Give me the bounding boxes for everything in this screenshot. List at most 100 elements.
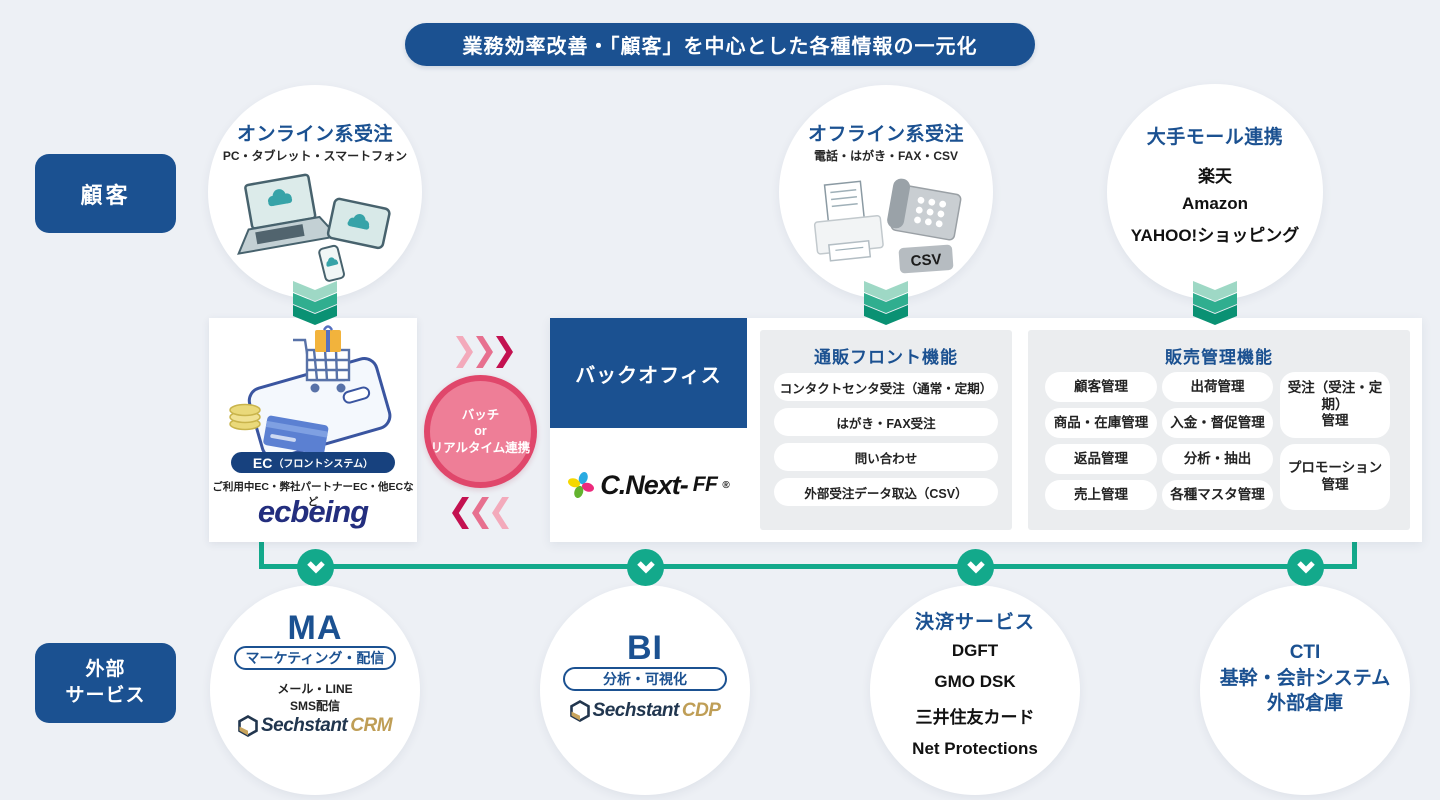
offline-orders-circle: オフライン系受注 電話・はがき・FAX・CSV — [779, 85, 993, 299]
fax-phone-illustration-icon: CSV — [813, 178, 962, 276]
sales-function-pill: プロモーション 管理 — [1280, 444, 1390, 510]
sales-panel-title: 販売管理機能 — [1165, 348, 1273, 367]
ec-front-system-box: EC （フロントシステム） ご利用中EC・弊社パートナーEC・他ECなど ecb… — [209, 318, 417, 542]
sales-function-pill: 入金・督促管理 — [1162, 408, 1273, 438]
sechstant-logo-suffix: CDP — [681, 700, 721, 721]
sechstant-hexagon-icon — [569, 700, 590, 722]
payment-item: 三井住友カード — [915, 708, 1035, 727]
payment-services-circle: 決済サービス DGFT GMO DSK 三井住友カード Net Protecti… — [870, 585, 1080, 795]
down-arrow-offline — [864, 281, 908, 325]
chevron-down-icon — [293, 293, 337, 313]
front-panel-title: 通販フロント機能 — [814, 348, 958, 367]
mall-item: YAHOO!ショッピング — [1130, 226, 1300, 245]
chevron-down-icon — [864, 293, 908, 313]
payment-title: 決済サービス — [914, 612, 1035, 633]
cnext-logo-text: C.Next- — [600, 469, 689, 500]
csv-badge-text: CSV — [910, 251, 942, 270]
bi-pill: 分析・可視化 — [563, 667, 727, 691]
customer-row-label: 顧客 — [35, 154, 176, 233]
sales-function-pill: 各種マスタ管理 — [1162, 480, 1273, 510]
payment-item: Net Protections — [912, 739, 1038, 758]
front-functions-panel: 通販フロント機能 コンタクトセンタ受注（通常・定期） はがき・FAX受注 問い合… — [760, 330, 1012, 530]
front-function-pill: 問い合わせ — [774, 443, 998, 471]
sechstant-logo-text: Sechstant — [260, 715, 348, 736]
bi-title: BI — [627, 629, 663, 667]
mall-item: 楽天 — [1198, 167, 1232, 186]
green-chevron-node-bi — [627, 549, 664, 586]
green-line-right-rise — [1352, 540, 1357, 569]
ec-pill: EC （フロントシステム） — [231, 452, 395, 473]
chevron-left-icon — [492, 497, 509, 529]
chevron-down-icon — [293, 305, 337, 325]
ec-shopping-illustration-icon — [229, 325, 392, 452]
green-chevron-node-cti — [1287, 549, 1324, 586]
offline-orders-subtitle: 電話・はがき・FAX・CSV — [813, 149, 958, 163]
sechstant-cdp-logo: Sechstant CDP — [540, 700, 750, 722]
sales-function-pill: 返品管理 — [1045, 444, 1157, 474]
sales-function-pill: 商品・在庫管理 — [1045, 408, 1157, 438]
chevron-left-icon — [452, 497, 469, 529]
chevron-down-icon — [1193, 281, 1237, 301]
external-services-row-label: 外部 サービス — [35, 643, 176, 723]
chevron-right-icon — [476, 336, 493, 368]
bi-circle: BI 分析・可視化 Sechstant CDP — [540, 585, 750, 795]
chevron-down-icon — [636, 561, 655, 574]
online-orders-title: オンライン系受注 — [236, 124, 393, 145]
down-arrow-mall — [1193, 281, 1237, 325]
arrow-right-batch — [456, 336, 513, 368]
ma-circle: MA マーケティング・配信 メール・LINE SMS配信 Sechstant C… — [210, 585, 420, 795]
sales-functions-panel: 販売管理機能 顧客管理 商品・在庫管理 返品管理 売上管理 出荷管理 入金・督促… — [1028, 330, 1410, 530]
cnext-ff-logo: C.Next-FF® — [550, 428, 747, 542]
batch-realtime-connector: バッチ or リアルタイム連携 — [424, 375, 537, 488]
front-function-pill: はがき・FAX受注 — [774, 408, 998, 436]
green-chevron-node-ma — [297, 549, 334, 586]
offline-orders-title: オフライン系受注 — [807, 124, 964, 145]
sales-function-pill: 分析・抽出 — [1162, 444, 1273, 474]
sechstant-logo-text: Sechstant — [592, 700, 680, 721]
ma-description: メール・LINE SMS配信 — [277, 682, 353, 714]
sales-function-pill: 顧客管理 — [1045, 372, 1157, 402]
sales-function-pill: 売上管理 — [1045, 480, 1157, 510]
cti-circle: CTI 基幹・会計システム 外部倉庫 — [1200, 585, 1410, 795]
mall-title: 大手モール連携 — [1146, 127, 1284, 148]
sechstant-crm-logo: Sechstant CRM — [210, 715, 420, 737]
ec-subtitle: ご利用中EC・弊社パートナーEC・他ECなど — [212, 481, 414, 508]
mall-integration-circle: 大手モール連携 楽天 Amazon YAHOO!ショッピング — [1107, 84, 1323, 300]
arrow-left-batch — [452, 497, 509, 529]
chevron-down-icon — [1193, 293, 1237, 313]
front-function-pill: コンタクトセンタ受注（通常・定期） — [774, 373, 998, 401]
cnext-petal-icon — [568, 472, 595, 498]
front-function-pill: 外部受注データ取込（CSV） — [774, 478, 998, 506]
chevron-left-icon — [472, 497, 489, 529]
chevron-down-icon — [1193, 305, 1237, 325]
registered-mark: ® — [722, 479, 730, 491]
ec-pill-sub: （フロントシステム） — [273, 459, 374, 470]
online-orders-circle: オンライン系受注 PC・タブレット・スマートフォン — [208, 85, 422, 299]
sechstant-hexagon-icon — [238, 715, 258, 737]
chevron-right-icon — [456, 336, 473, 368]
ma-title: MA — [287, 609, 343, 647]
chevron-right-icon — [496, 336, 513, 368]
online-orders-subtitle: PC・タブレット・スマートフォン — [222, 149, 408, 163]
ecbeing-logo: ecbeing — [257, 494, 369, 529]
backoffice-header: バックオフィス — [550, 318, 747, 428]
devices-illustration-icon — [237, 173, 391, 282]
chevron-down-icon — [864, 281, 908, 301]
sales-function-pill: 出荷管理 — [1162, 372, 1273, 402]
sechstant-logo-suffix: CRM — [350, 715, 393, 736]
ma-pill: マーケティング・配信 — [234, 646, 396, 670]
green-line-horizontal — [259, 564, 1357, 569]
payment-item: GMO DSK — [934, 672, 1016, 691]
chevron-down-icon — [306, 561, 325, 574]
page-title-banner: 業務効率改善・「顧客」を中心とした各種情報の一元化 — [405, 23, 1035, 66]
chevron-down-icon — [1296, 561, 1315, 574]
chevron-down-icon — [293, 281, 337, 301]
chevron-down-icon — [966, 561, 985, 574]
down-arrow-online — [293, 281, 337, 325]
payment-item: DGFT — [951, 641, 999, 660]
chevron-down-icon — [864, 305, 908, 325]
ec-pill-main: EC — [252, 454, 273, 471]
sales-function-pill: 受注（受注・定期） 管理 — [1280, 372, 1390, 438]
green-line-left-drop — [259, 542, 264, 568]
